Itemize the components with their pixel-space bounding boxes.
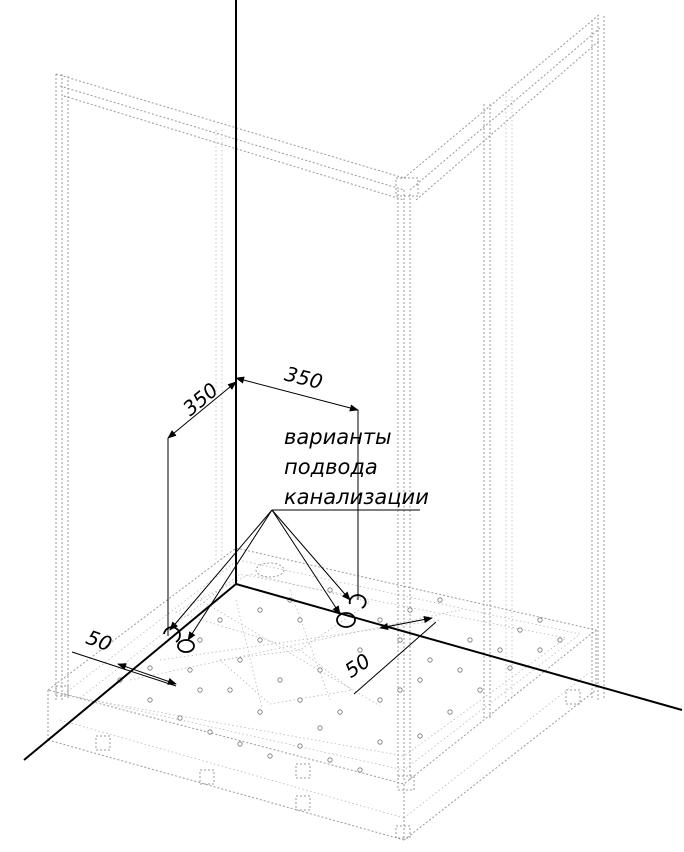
bolt-dot [297, 617, 303, 623]
bolt-dot [317, 667, 323, 673]
bolt-dot [447, 709, 453, 715]
bolt-dot [557, 637, 563, 643]
note-leaders [169, 509, 420, 641]
bolt-dot [197, 637, 203, 643]
bolt-dot [357, 767, 363, 773]
bolt-dot [257, 607, 263, 613]
bolt-dot [147, 665, 153, 671]
right-floor-axis [235, 583, 683, 711]
bolt-dot [417, 677, 423, 683]
bolt-dot [237, 657, 243, 663]
bolt-dot [257, 637, 263, 643]
bolt-dot [457, 667, 463, 673]
dim-label-right-50: 50 [340, 648, 375, 682]
drain-symbol-left-1 [163, 626, 181, 643]
bolt-dot [207, 729, 213, 735]
bolt-dot [397, 687, 403, 693]
dim-label-top-350: 350 [282, 362, 325, 395]
bolt-dot [357, 647, 363, 653]
drain-symbol-right-2 [348, 594, 367, 609]
bolt-dot [327, 757, 333, 763]
bolt-dot [467, 637, 473, 643]
shower-tray [46, 547, 598, 841]
bolt-dot [537, 617, 543, 623]
bolt-dot [537, 647, 543, 653]
bolt-dot [377, 617, 383, 623]
tray-bolts [117, 587, 563, 773]
drain-symbol-right-1 [336, 612, 356, 628]
bolt-dot [377, 739, 383, 745]
bolt-dot [317, 725, 323, 731]
bolt-dot [227, 687, 233, 693]
dimension-50-left [71, 651, 177, 687]
bolt-dot [397, 637, 403, 643]
dim-label-left-50: 50 [83, 625, 115, 656]
bolt-dot [327, 587, 333, 593]
bolt-dot [427, 657, 433, 663]
bolt-dot [407, 607, 413, 613]
bolt-dot [337, 709, 343, 715]
corner-connector [395, 177, 419, 197]
dimension-350-left [167, 381, 237, 636]
dimension-50-right [353, 615, 437, 695]
bolt-dot [187, 667, 193, 673]
bolt-dot [267, 753, 273, 759]
drain-symbol-left-2 [177, 639, 195, 653]
bolt-dot [377, 697, 383, 703]
cabin-frame [55, 13, 605, 780]
bolt-dot [237, 741, 243, 747]
bolt-dot [257, 709, 263, 715]
bolt-dot [417, 733, 423, 739]
bolt-dot [217, 617, 223, 623]
bolt-dot [477, 687, 483, 693]
drain-options [163, 594, 367, 653]
bolt-dot [177, 715, 183, 721]
bolt-dot [297, 697, 303, 703]
note-line-3: канализации [284, 485, 429, 509]
note-line-2: подвода [284, 455, 378, 479]
bolt-dot [507, 665, 513, 671]
bolt-dot [297, 743, 303, 749]
bolt-dot [147, 697, 153, 703]
dimension-350-top [235, 376, 359, 600]
bolt-dot [517, 627, 523, 633]
bolt-dot [197, 687, 203, 693]
bolt-dot [497, 647, 503, 653]
bolt-dot [277, 677, 283, 683]
note-line-1: варианты [284, 425, 392, 449]
bolt-dot [437, 597, 443, 603]
